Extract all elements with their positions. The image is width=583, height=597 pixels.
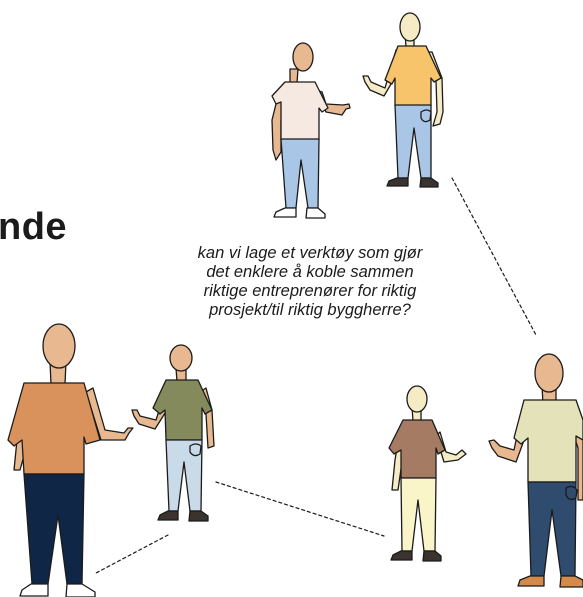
person-orange-shirt [7,323,134,597]
connector-lines [95,177,537,574]
person-pink-shirt [271,42,351,219]
question-line-4: prosjekt/til riktig byggherre? [209,301,411,319]
heading-fragment: nde [0,206,68,248]
connector-bottom-left [95,534,169,574]
person-olive-shirt [131,344,215,522]
person-yellow-shirt [362,12,444,188]
question-line-1: kan vi lage et verktøy som gjør [197,244,423,262]
person-brown-shirt [388,385,467,562]
question-line-2: det enklere å koble sammen [206,263,414,281]
connector-middle [215,481,385,537]
connector-top-right [451,177,537,336]
question-line-3: riktige entreprenører for riktig [203,282,417,300]
question-text: kan vi lage et verktøy som gjør det enkl… [165,244,455,320]
person-pale-green-shirt [488,353,583,588]
